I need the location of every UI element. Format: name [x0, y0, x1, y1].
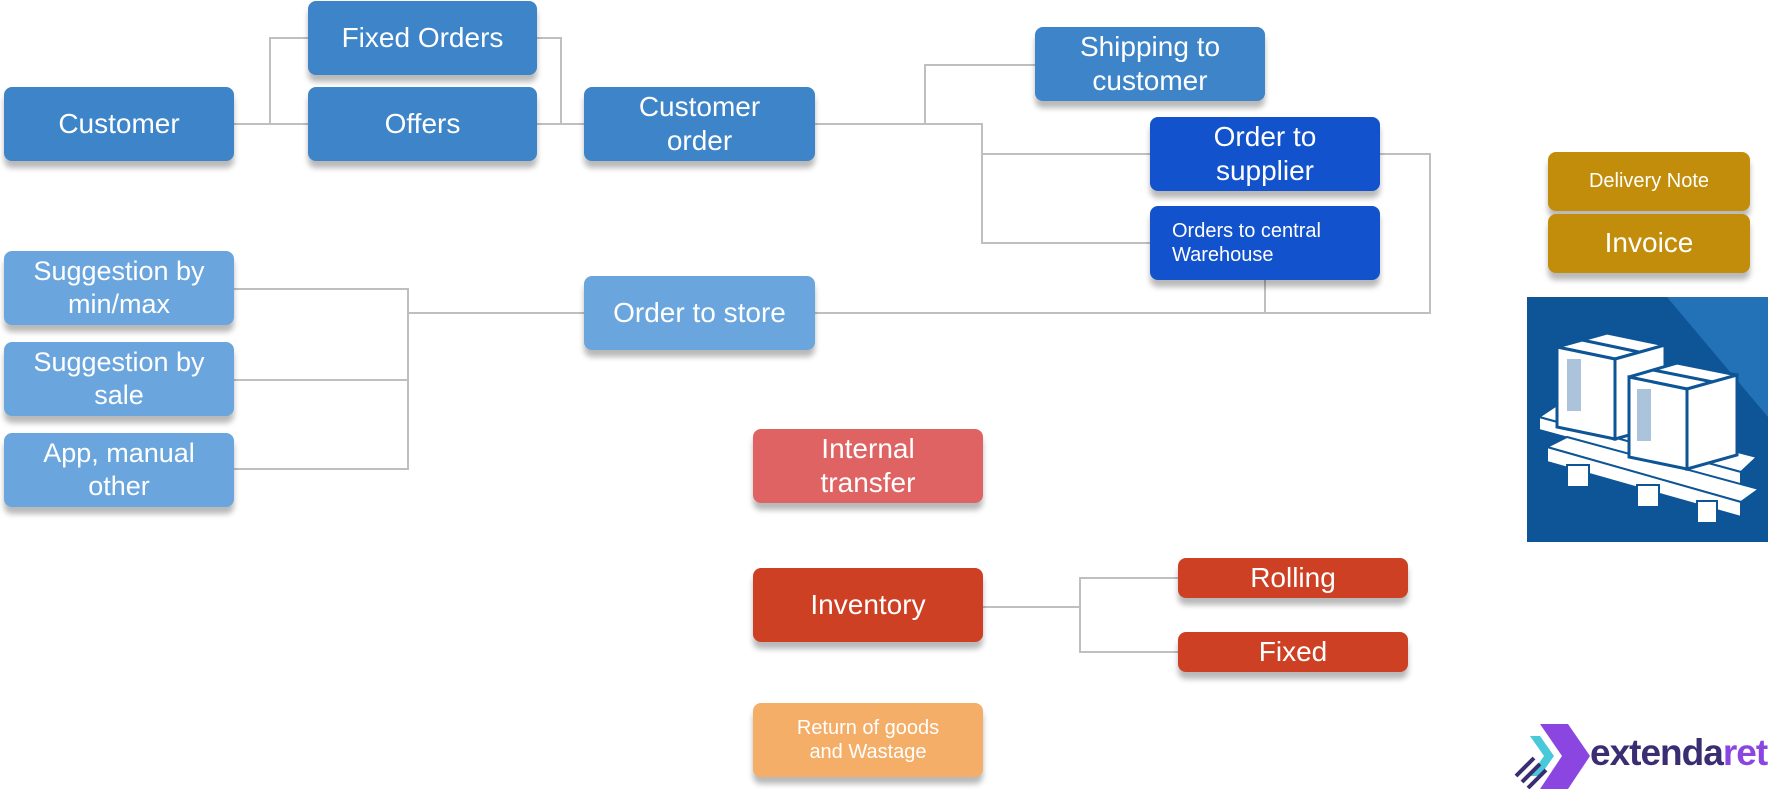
fixed-orders-box[interactable]: Fixed Orders	[308, 1, 537, 75]
fixed-label: Fixed	[1258, 635, 1328, 667]
fixed-box[interactable]: Fixed	[1178, 632, 1408, 672]
suggestion-min-max-box[interactable]: Suggestion by min/max	[4, 251, 234, 325]
return-of-goods-box[interactable]: Return of goods and Wastage	[753, 703, 983, 777]
customer-order-box[interactable]: Customer order	[584, 87, 815, 161]
logo-text-extenda: extenda	[1590, 732, 1724, 773]
suggestion-sale-label: Suggestion by sale	[33, 347, 205, 410]
shipping-to-customer-label: Shipping to customer	[1079, 30, 1221, 96]
fixed-orders-label: Fixed Orders	[341, 21, 504, 53]
extenda-retail-logo: extendaretai	[1510, 724, 1768, 790]
app-manual-other-box[interactable]: App, manual other	[4, 433, 234, 507]
return-of-goods-label: Return of goods and Wastage	[796, 716, 940, 763]
extenda-chevron-icon	[1514, 724, 1590, 790]
inventory-label: Inventory	[810, 588, 926, 620]
logo-wordmark: extendaretai	[1590, 732, 1768, 774]
customer-label: Customer	[58, 107, 180, 139]
orders-to-central-warehouse-box[interactable]: Orders to central Warehouse	[1150, 206, 1380, 280]
delivery-note-label: Delivery Note	[1588, 170, 1710, 193]
internal-transfer-label: Internal transfer	[820, 432, 916, 498]
delivery-note-box[interactable]: Delivery Note	[1548, 152, 1750, 211]
offers-label: Offers	[384, 107, 461, 139]
pallet-with-boxes-icon	[1527, 297, 1768, 542]
order-to-store-box[interactable]: Order to store	[584, 276, 815, 350]
rolling-label: Rolling	[1250, 561, 1336, 593]
shipping-to-customer-box[interactable]: Shipping to customer	[1035, 27, 1265, 101]
inventory-box[interactable]: Inventory	[753, 568, 983, 642]
logo-text-retail: retai	[1722, 732, 1768, 773]
offers-box[interactable]: Offers	[308, 87, 537, 161]
app-manual-other-label: App, manual other	[43, 438, 195, 501]
invoice-label: Invoice	[1604, 227, 1694, 259]
orders-to-central-warehouse-label: Orders to central Warehouse	[1172, 219, 1321, 266]
rolling-box[interactable]: Rolling	[1178, 558, 1408, 598]
suggestion-sale-box[interactable]: Suggestion by sale	[4, 342, 234, 416]
suggestion-min-max-label: Suggestion by min/max	[33, 256, 205, 319]
invoice-box[interactable]: Invoice	[1548, 214, 1750, 273]
order-to-store-label: Order to store	[613, 296, 786, 328]
internal-transfer-box[interactable]: Internal transfer	[753, 429, 983, 503]
customer-order-label: Customer order	[638, 90, 761, 156]
order-to-supplier-box[interactable]: Order to supplier	[1150, 117, 1380, 191]
order-to-supplier-label: Order to supplier	[1213, 120, 1317, 186]
customer-box[interactable]: Customer	[4, 87, 234, 161]
